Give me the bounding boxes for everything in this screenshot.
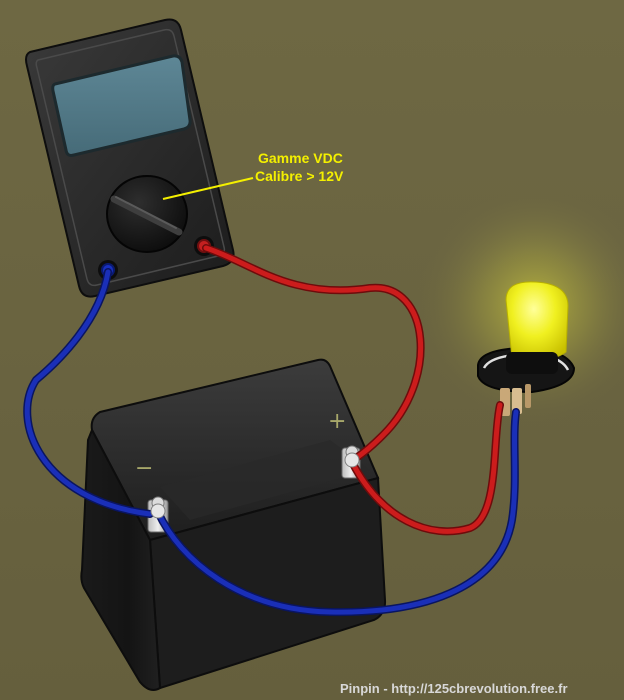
bulb-pin-right — [512, 388, 522, 414]
multimeter — [25, 18, 235, 298]
multimeter-screen — [51, 54, 192, 157]
positive-wire-meter-core — [203, 245, 424, 461]
positive-terminal-nut — [344, 452, 360, 468]
negative-terminal-nut — [150, 503, 166, 519]
battery-plus-mark: + — [328, 409, 346, 434]
credit-line: Pinpin - http://125cbrevolution.free.fr — [340, 681, 568, 696]
light-bulb — [477, 281, 576, 416]
negative-wire-bulb-core — [155, 409, 519, 615]
positive-wire-bulb-core — [349, 402, 503, 534]
battery-minus-mark: − — [135, 456, 153, 481]
bulb-pin-rear — [525, 384, 531, 408]
annotation-caliber: Calibre > 12V — [255, 168, 344, 184]
annotation-range: Gamme VDC — [258, 150, 343, 166]
battery-lid-step — [160, 440, 370, 520]
negative-wire-meter-core — [24, 269, 153, 517]
annotation-leader-line — [162, 177, 254, 200]
bulb-base — [506, 352, 558, 374]
bulb-glass — [505, 281, 569, 361]
battery-side — [148, 476, 387, 690]
selector-pointer — [110, 195, 183, 236]
battery-front — [80, 427, 162, 691]
battery: + − — [80, 358, 387, 691]
selector-pointer-highlight — [115, 196, 177, 229]
